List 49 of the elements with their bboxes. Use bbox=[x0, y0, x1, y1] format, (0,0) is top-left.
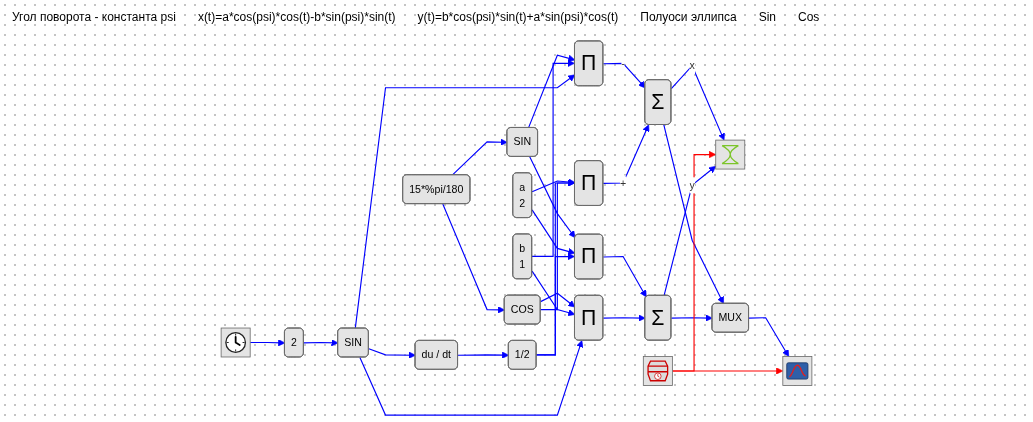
arrow bbox=[670, 314, 713, 322]
function-block: SIN bbox=[506, 127, 538, 157]
sum-block: Σ bbox=[644, 294, 672, 341]
arrow bbox=[529, 156, 576, 238]
heading-text: Угол поворота - константа psi bbox=[12, 10, 176, 24]
scope-block bbox=[782, 356, 813, 386]
arrow bbox=[531, 59, 575, 257]
mux-block: MUX bbox=[711, 302, 749, 333]
formula-text: x(t)=a*cos(psi)*cos(t)-b*sin(psi)*sin(t) bbox=[197, 10, 396, 24]
function-block: SIN bbox=[337, 327, 369, 358]
arrow bbox=[602, 62, 646, 89]
arrow bbox=[527, 54, 576, 129]
product-block: Π bbox=[574, 233, 604, 280]
product-block: Π bbox=[574, 294, 604, 341]
product-block: Π bbox=[574, 40, 604, 87]
gain-block: 1/2 bbox=[507, 339, 537, 370]
product-block: Π bbox=[574, 160, 604, 206]
edge-label: y bbox=[689, 177, 695, 194]
arrow bbox=[663, 165, 717, 297]
formula-text: y(t)=b*cos(psi)*sin(t)+a*sin(psi)*cos(t) bbox=[417, 10, 619, 24]
heading-text: Полуоси эллипса bbox=[640, 10, 737, 24]
signal-label: Cos bbox=[798, 10, 820, 24]
sum-block: Σ bbox=[644, 79, 672, 125]
arrow bbox=[602, 124, 650, 184]
arrow bbox=[368, 348, 416, 359]
function-block: COS bbox=[503, 294, 541, 325]
signal-label: Sin bbox=[758, 10, 776, 24]
derivative-block: du / dt bbox=[414, 339, 458, 370]
constant-block: 15*%pi/180 bbox=[402, 174, 471, 205]
arrow bbox=[442, 203, 505, 314]
arrow bbox=[748, 317, 790, 357]
xy-scope-block bbox=[715, 139, 746, 170]
arrow bbox=[602, 314, 646, 322]
arrow bbox=[671, 367, 784, 375]
arrow bbox=[535, 252, 575, 356]
arrow bbox=[663, 124, 724, 304]
gain-block: 2 bbox=[284, 327, 304, 358]
arrow bbox=[531, 270, 576, 317]
constant-block: b 1 bbox=[512, 233, 533, 280]
arrow bbox=[457, 351, 510, 359]
arrow bbox=[303, 339, 339, 347]
arrow bbox=[531, 209, 576, 255]
arrow bbox=[359, 340, 584, 416]
arrow bbox=[354, 74, 576, 329]
arrow bbox=[540, 292, 576, 308]
constant-block: a 2 bbox=[512, 172, 533, 218]
arrow bbox=[602, 255, 647, 298]
arrow bbox=[249, 339, 286, 347]
arrow bbox=[451, 138, 508, 176]
